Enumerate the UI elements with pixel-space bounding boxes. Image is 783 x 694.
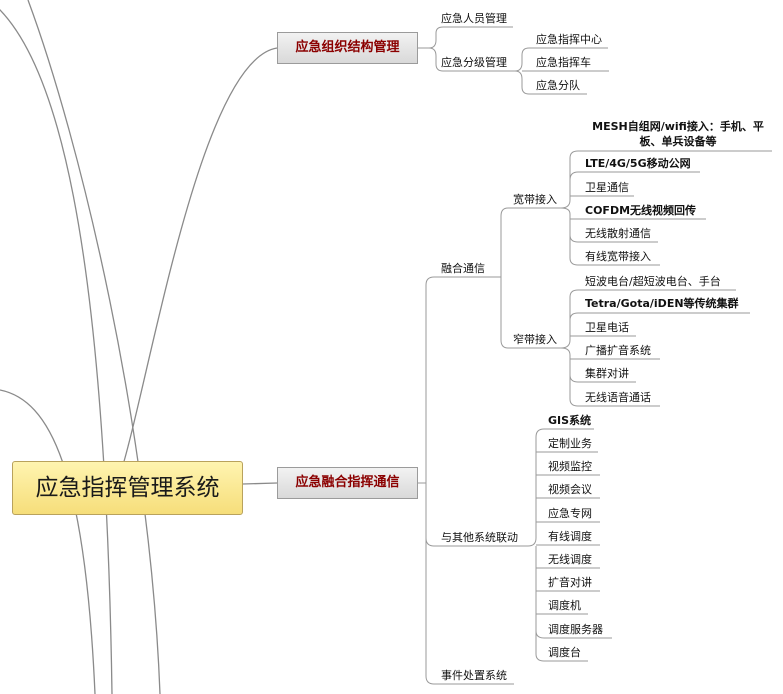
topic-personnel-management[interactable]: 应急人员管理 — [441, 12, 507, 25]
topic-satellite-phone[interactable]: 卫星电话 — [585, 321, 629, 334]
topic-incident-handling[interactable]: 事件处置系统 — [441, 669, 507, 682]
topic-tetra-trunking[interactable]: Tetra/Gota/iDEN等传统集群 — [585, 297, 739, 310]
left-curve-inner — [0, 389, 96, 694]
topic-cofdm-video[interactable]: COFDM无线视频回传 — [585, 204, 697, 217]
topic-wireless-dispatch[interactable]: 无线调度 — [548, 553, 592, 566]
topic-private-network[interactable]: 应急专网 — [548, 507, 592, 520]
topic-shortwave-radio[interactable]: 短波电台/超短波电台、手台 — [585, 275, 721, 288]
topic-dispatch-server[interactable]: 调度服务器 — [548, 623, 603, 636]
topic-wired-broadband[interactable]: 有线宽带接入 — [585, 250, 651, 263]
topic-video-surveillance[interactable]: 视频监控 — [548, 460, 592, 473]
topic-trunk-intercom[interactable]: 集群对讲 — [585, 367, 629, 380]
topic-broadband-access[interactable]: 宽带接入 — [513, 193, 557, 206]
topic-command-vehicle[interactable]: 应急指挥车 — [536, 56, 591, 69]
topic-pa-intercom[interactable]: 扩音对讲 — [548, 576, 592, 589]
topic-command-center[interactable]: 应急指挥中心 — [536, 33, 602, 46]
topic-emergency-org-management[interactable]: 应急组织结构管理 — [277, 32, 418, 64]
root-to-org — [119, 47, 278, 476]
topic-lte-public-network[interactable]: LTE/4G/5G移动公网 — [585, 157, 691, 170]
left-curve-upper — [27, 0, 161, 694]
topic-fusion-communication[interactable]: 融合通信 — [441, 262, 485, 275]
topic-mesh-wifi[interactable]: MESH自组网/wifi接入：手机、平板、单兵设备等 — [592, 120, 764, 148]
topic-narrowband-access[interactable]: 窄带接入 — [513, 333, 557, 346]
topic-level-management[interactable]: 应急分级管理 — [441, 56, 507, 69]
topic-scatter-comm[interactable]: 无线散射通信 — [585, 227, 651, 240]
topic-custom-service[interactable]: 定制业务 — [548, 437, 592, 450]
topic-fusion-command-comm[interactable]: 应急融合指挥通信 — [277, 467, 418, 499]
topic-system-linkage[interactable]: 与其他系统联动 — [441, 531, 518, 544]
topic-wired-dispatch[interactable]: 有线调度 — [548, 530, 592, 543]
topic-satellite-comm[interactable]: 卫星通信 — [585, 181, 629, 194]
root-to-comm — [242, 482, 278, 485]
topic-dispatch-console[interactable]: 调度台 — [548, 646, 581, 659]
topic-broadcast-pa[interactable]: 广播扩音系统 — [585, 344, 651, 357]
root-topic[interactable]: 应急指挥管理系统 — [12, 461, 243, 515]
topic-gis-system[interactable]: GIS系统 — [548, 414, 592, 427]
left-curve-outer — [0, 9, 113, 694]
topic-wireless-voice[interactable]: 无线语音通话 — [585, 391, 651, 404]
topic-emergency-squad[interactable]: 应急分队 — [536, 79, 580, 92]
topic-video-conference[interactable]: 视频会议 — [548, 483, 592, 496]
topic-dispatcher[interactable]: 调度机 — [548, 599, 581, 612]
